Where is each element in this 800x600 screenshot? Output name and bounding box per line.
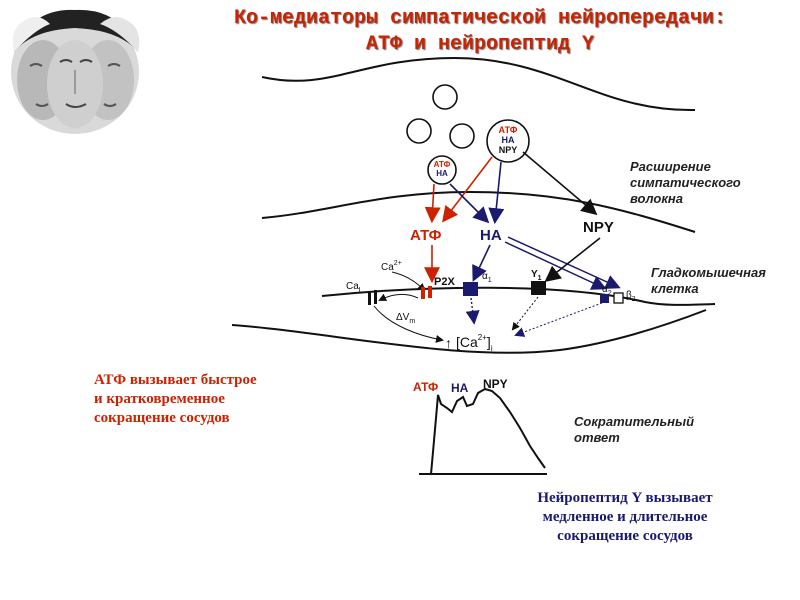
atp-caption-line-1: АТФ вызывает быстрое (94, 372, 257, 388)
ca-ion-label: Ca2+ (381, 260, 402, 273)
vesicle-small-na: НА (436, 169, 448, 178)
vesicle (432, 84, 458, 110)
contractile-response-trace (430, 387, 546, 475)
cell-label-line-2: клетка (651, 281, 699, 296)
atp-caption: АТФ вызывает быстрое и кратковременное с… (94, 371, 334, 428)
npy-caption: Нейропептид Y вызывает медленное и длите… (495, 489, 755, 546)
ca-l-channel (368, 290, 377, 305)
arrow-na-to-beta2 (507, 236, 621, 289)
arrow-y1-to-calcium (511, 296, 539, 331)
arrow-large-vesicle-npy (522, 151, 598, 216)
vesicle-large: АТФ НА NPY (486, 119, 530, 163)
arrow-alpha1-to-calcium (465, 297, 480, 325)
cell-label: Гладкомышечная клетка (651, 265, 770, 296)
npy-caption-line-3: сокращение сосудов (557, 528, 693, 544)
delta-vm-label: ΔVm (396, 312, 415, 325)
alpha1-label: α1 (482, 271, 492, 284)
nerve-fiber-lower-outline (261, 190, 696, 233)
alpha2-receptor (600, 294, 609, 303)
vesicle-small-atp: АТФ (434, 160, 451, 169)
npy-caption-line-1: Нейропептид Y вызывает (537, 490, 713, 506)
arrow-npy-to-y1 (544, 237, 601, 282)
title-line-2: АТФ и нейропептид Y (365, 33, 595, 56)
ca-l-label: CaL (346, 281, 363, 294)
response-npy-label: NPY (483, 377, 508, 391)
npy-caption-line-2: медленное и длительное (542, 509, 708, 525)
vesicle-large-npy: NPY (499, 145, 518, 155)
vesicle-large-atp: АТФ (499, 125, 518, 135)
arrow-large-vesicle-atp (442, 156, 493, 223)
arrow-ca-entry (391, 271, 426, 292)
muscle-cell-upper-membrane (321, 286, 716, 306)
response-atp-label: АТФ (413, 380, 438, 394)
vesicle-small: АТФ НА (427, 155, 457, 185)
arrow-ca-channel-to-calcium (373, 305, 444, 343)
arrow-large-vesicle-na (488, 161, 505, 225)
arrow-small-vesicle-atp (424, 183, 441, 224)
response-na-label: НА (451, 381, 469, 395)
p2x-receptor-part (428, 286, 432, 298)
alpha2-label: α2 (602, 284, 612, 297)
title-line-1: Ко-медиаторы симпатической нейропередачи… (233, 7, 727, 30)
arrow-na-to-alpha1 (472, 244, 491, 282)
response-label-line-1: Сократительный (574, 414, 694, 429)
muscle-cell-lower-membrane (231, 309, 707, 354)
p2x-label: P2X (434, 276, 455, 288)
fiber-label-line-3: волокна (630, 191, 683, 206)
p2x-receptor (421, 287, 425, 299)
transmitter-atp: АТФ (410, 227, 442, 244)
arrow-depolarization (378, 293, 419, 301)
fiber-label: Расширение симпатического волокна (630, 159, 744, 206)
y1-receptor (531, 281, 546, 295)
y1-label: Y1 (531, 269, 542, 282)
beta2-receptor (613, 292, 624, 304)
slide-title: Ко-медиаторы симпатической нейропередачи… (160, 6, 800, 58)
calcium-arrow-up: ↑ (445, 335, 452, 351)
beta2-label: β2 (626, 290, 636, 303)
vesicle (406, 118, 432, 144)
atp-caption-line-3: сокращение сосудов (94, 410, 230, 426)
faces-illustration (11, 9, 140, 134)
cell-label-line-1: Гладкомышечная (651, 265, 766, 280)
vesicle-large-na: НА (502, 135, 515, 145)
atp-caption-line-2: и кратковременное (94, 391, 225, 407)
response-label-line-2: ответ (574, 430, 620, 445)
vesicle (449, 123, 475, 149)
arrow-alpha2-to-calcium (514, 302, 603, 337)
transmitter-na: НА (480, 227, 502, 244)
fiber-label-line-2: симпатического (630, 175, 741, 190)
response-label: Сократительный ответ (574, 414, 698, 445)
arrow-small-vesicle-na (449, 183, 490, 224)
nerve-fiber-upper-outline (261, 56, 696, 112)
transmitter-npy: NPY (583, 219, 614, 236)
intracellular-calcium-label: [Ca2+]i (456, 333, 493, 353)
fiber-label-line-1: Расширение (630, 159, 711, 174)
alpha1-receptor (463, 282, 478, 296)
arrow-na-to-alpha2 (504, 241, 607, 290)
